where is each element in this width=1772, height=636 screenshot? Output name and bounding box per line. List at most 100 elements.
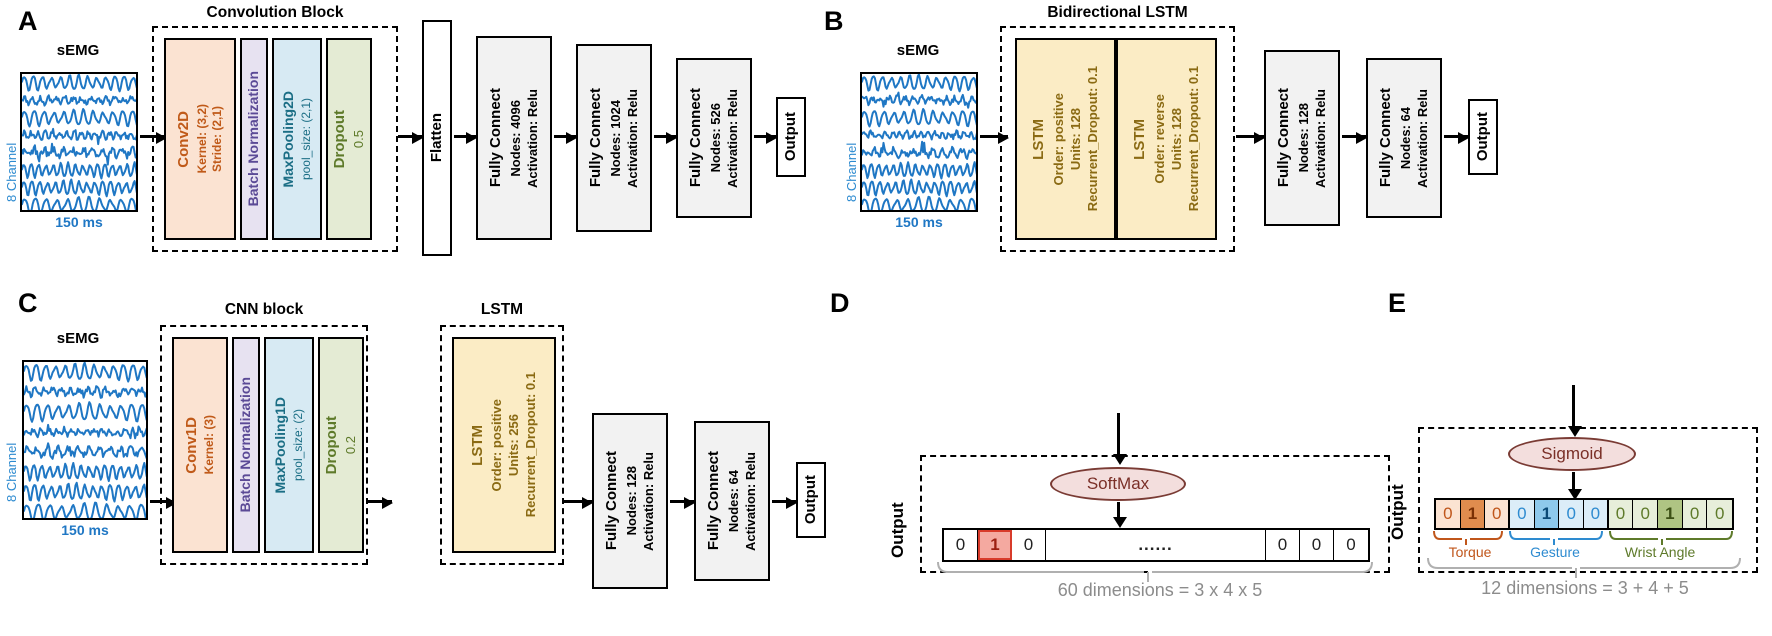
sigmoid-activation-e: Sigmoid (1508, 437, 1636, 471)
cell-wrist-3-e: 0 (1682, 500, 1708, 528)
lstm-reverse-name-b: LSTM (1131, 118, 1149, 160)
group-braces-e (1433, 530, 1733, 545)
layer-conv2d-a[interactable]: Conv2D Kernel: (3,2) Stride: (2,1) (164, 38, 236, 240)
layer-maxpool2d-pool-a: pool_size: (2,1) (298, 97, 313, 181)
panel-letter-e: E (1388, 288, 1407, 318)
dense-1-c[interactable]: Fully Connect Nodes: 128 Activation: Rel… (592, 413, 668, 589)
semg-waveform-c (24, 362, 146, 518)
arrow-sigmoid-to-cells-e (1567, 472, 1582, 500)
layer-flatten-a[interactable]: Flatten (422, 20, 452, 256)
dense-2-a[interactable]: Fully Connect Nodes: 1024 Activation: Re… (576, 44, 652, 232)
dense-2-activation-a: Activation: Relu (624, 88, 640, 188)
arrow-fc2-to-fc3-a (654, 132, 677, 144)
dims-text-d: 60 dimensions = 3 x 4 x 5 (1057, 580, 1263, 600)
cell-gesture-0-e: 0 (1510, 500, 1535, 528)
dims-text-e: 12 dimensions = 3 + 4 + 5 (1481, 578, 1689, 598)
group-label-gesture-e: Gesture (1530, 544, 1580, 560)
layer-conv2d-kernel-a: Kernel: (3,2) (194, 104, 209, 174)
arrow-lstm-to-fc1-b (1236, 132, 1265, 144)
arrow-fc1-to-fc2-a (554, 132, 577, 144)
arrow-semg-to-lstm-b (980, 132, 1009, 144)
cell-5-d: 0 (1300, 530, 1334, 560)
dense-1-nodes-b: Nodes: 128 (1295, 103, 1311, 173)
cell-wrist-1-e: 0 (1633, 500, 1659, 528)
dense-3-a[interactable]: Fully Connect Nodes: 526 Activation: Rel… (676, 58, 752, 218)
lstm-forward-units-b: Units: 128 (1067, 107, 1083, 171)
layer-batchnorm-a[interactable]: Batch Normalization (240, 38, 268, 240)
panel-letter-c: C (18, 288, 38, 318)
dense-1-a[interactable]: Fully Connect Nodes: 4096 Activation: Re… (476, 36, 552, 240)
arrow-semg-to-cnn-c (150, 497, 177, 509)
output-label-c: Output (801, 475, 819, 525)
output-box-c[interactable]: Output (796, 462, 826, 538)
cnn-block-title-c: CNN block (224, 301, 304, 318)
semg-channel-label-b: 8 Channel (844, 142, 859, 202)
output-label-b: Output (1473, 112, 1491, 162)
arrow-softmax-to-cells-d (1112, 502, 1127, 528)
cell-gesture-2-e: 0 (1559, 500, 1585, 528)
arrow-into-softmax-block-d (1112, 413, 1127, 465)
softmax-activation-d: SoftMax (1050, 467, 1186, 501)
semg-channel-label-a: 8 Channel (4, 142, 19, 202)
bidirectional-lstm-block-b (1000, 26, 1235, 252)
arrow-conv-to-flatten-a (398, 132, 423, 144)
layer-batchnorm-name-c: Batch Normalization (237, 377, 254, 513)
semg-signal-b (860, 72, 978, 212)
semg-duration-a: 150 ms (55, 214, 103, 230)
lstm-name-c: LSTM (468, 424, 486, 466)
dense-2-b[interactable]: Fully Connect Nodes: 64 Activation: Relu (1366, 58, 1442, 218)
layer-maxpool1d-pool-c: pool_size: (2) (290, 408, 305, 482)
group-label-wrist-e: Wrist Angle (1624, 544, 1696, 560)
dense-1-nodes-c: Nodes: 128 (623, 466, 639, 536)
semg-title-b: sEMG (896, 42, 940, 59)
layer-maxpool1d-c[interactable]: MaxPooling1D pool_size: (2) (264, 337, 314, 553)
lstm-layer-c[interactable]: LSTM Order: positive Units: 256 Recurren… (452, 337, 556, 553)
dense-1-b[interactable]: Fully Connect Nodes: 128 Activation: Rel… (1264, 50, 1340, 226)
lstm-block-title-c: LSTM (480, 301, 524, 318)
lstm-reverse-b[interactable]: LSTM Order: reverse Units: 128 Recurrent… (1116, 38, 1217, 240)
layer-conv1d-c[interactable]: Conv1D Kernel: (3) (172, 337, 228, 553)
output-label-e: Output (1388, 484, 1407, 540)
semg-title-a: sEMG (56, 42, 100, 59)
output-block-e (1418, 427, 1758, 573)
cell-ellipsis-d: ...... (1046, 530, 1266, 560)
convolution-block-title-a: Convolution Block (206, 4, 344, 21)
cell-torque-1-e: 1 (1460, 500, 1486, 528)
arrow-into-sigmoid-block-e (1567, 385, 1582, 437)
dense-2-nodes-a: Nodes: 1024 (607, 99, 623, 177)
semg-duration-c: 150 ms (61, 522, 109, 538)
dense-2-title-b: Fully Connect (1377, 88, 1395, 188)
layer-conv1d-kernel-c: Kernel: (3) (202, 415, 217, 475)
panel-letter-d: D (830, 288, 850, 318)
lstm-dropout-c: Recurrent_Dropout: 0.1 (523, 372, 539, 518)
cell-gesture-3-e: 0 (1584, 500, 1609, 528)
lstm-units-c: Units: 256 (506, 413, 522, 477)
lstm-reverse-dropout-b: Recurrent_Dropout: 0.1 (1185, 66, 1201, 212)
output-label-d: Output (888, 502, 907, 558)
output-box-a[interactable]: Output (776, 97, 806, 177)
layer-dropout-name-c: Dropout (322, 415, 340, 475)
lstm-forward-dropout-b: Recurrent_Dropout: 0.1 (1084, 66, 1100, 212)
dense-2-activation-b: Activation: Relu (1414, 88, 1430, 188)
lstm-forward-b[interactable]: LSTM Order: positive Units: 128 Recurren… (1015, 38, 1116, 240)
layer-dropout-c[interactable]: Dropout 0.2 (318, 337, 364, 553)
layer-dropout-rate-a: 0.5 (351, 129, 367, 149)
semg-waveform-a (22, 74, 136, 210)
arrow-flatten-to-fc1-a (454, 132, 477, 144)
dense-1-activation-a: Activation: Relu (524, 88, 540, 188)
layer-dropout-a[interactable]: Dropout 0.5 (326, 38, 372, 240)
layer-maxpool2d-name-a: MaxPooling2D (280, 90, 297, 188)
cell-2-d: 0 (1012, 530, 1046, 560)
output-box-b[interactable]: Output (1468, 99, 1498, 175)
semg-duration-b: 150 ms (895, 214, 943, 230)
semg-signal-a (20, 72, 138, 212)
dense-1-nodes-a: Nodes: 4096 (507, 99, 523, 177)
arrow-cnn-to-lstm-c (368, 497, 393, 509)
cell-0-d: 0 (944, 530, 978, 560)
cell-gesture-1-e: 1 (1534, 500, 1560, 528)
dense-3-activation-a: Activation: Relu (724, 88, 740, 188)
layer-batchnorm-c[interactable]: Batch Normalization (232, 337, 260, 553)
layer-maxpool2d-a[interactable]: MaxPooling2D pool_size: (2,1) (272, 38, 322, 240)
layer-conv1d-name-c: Conv1D (182, 416, 200, 474)
dense-2-c[interactable]: Fully Connect Nodes: 64 Activation: Relu (694, 421, 770, 581)
